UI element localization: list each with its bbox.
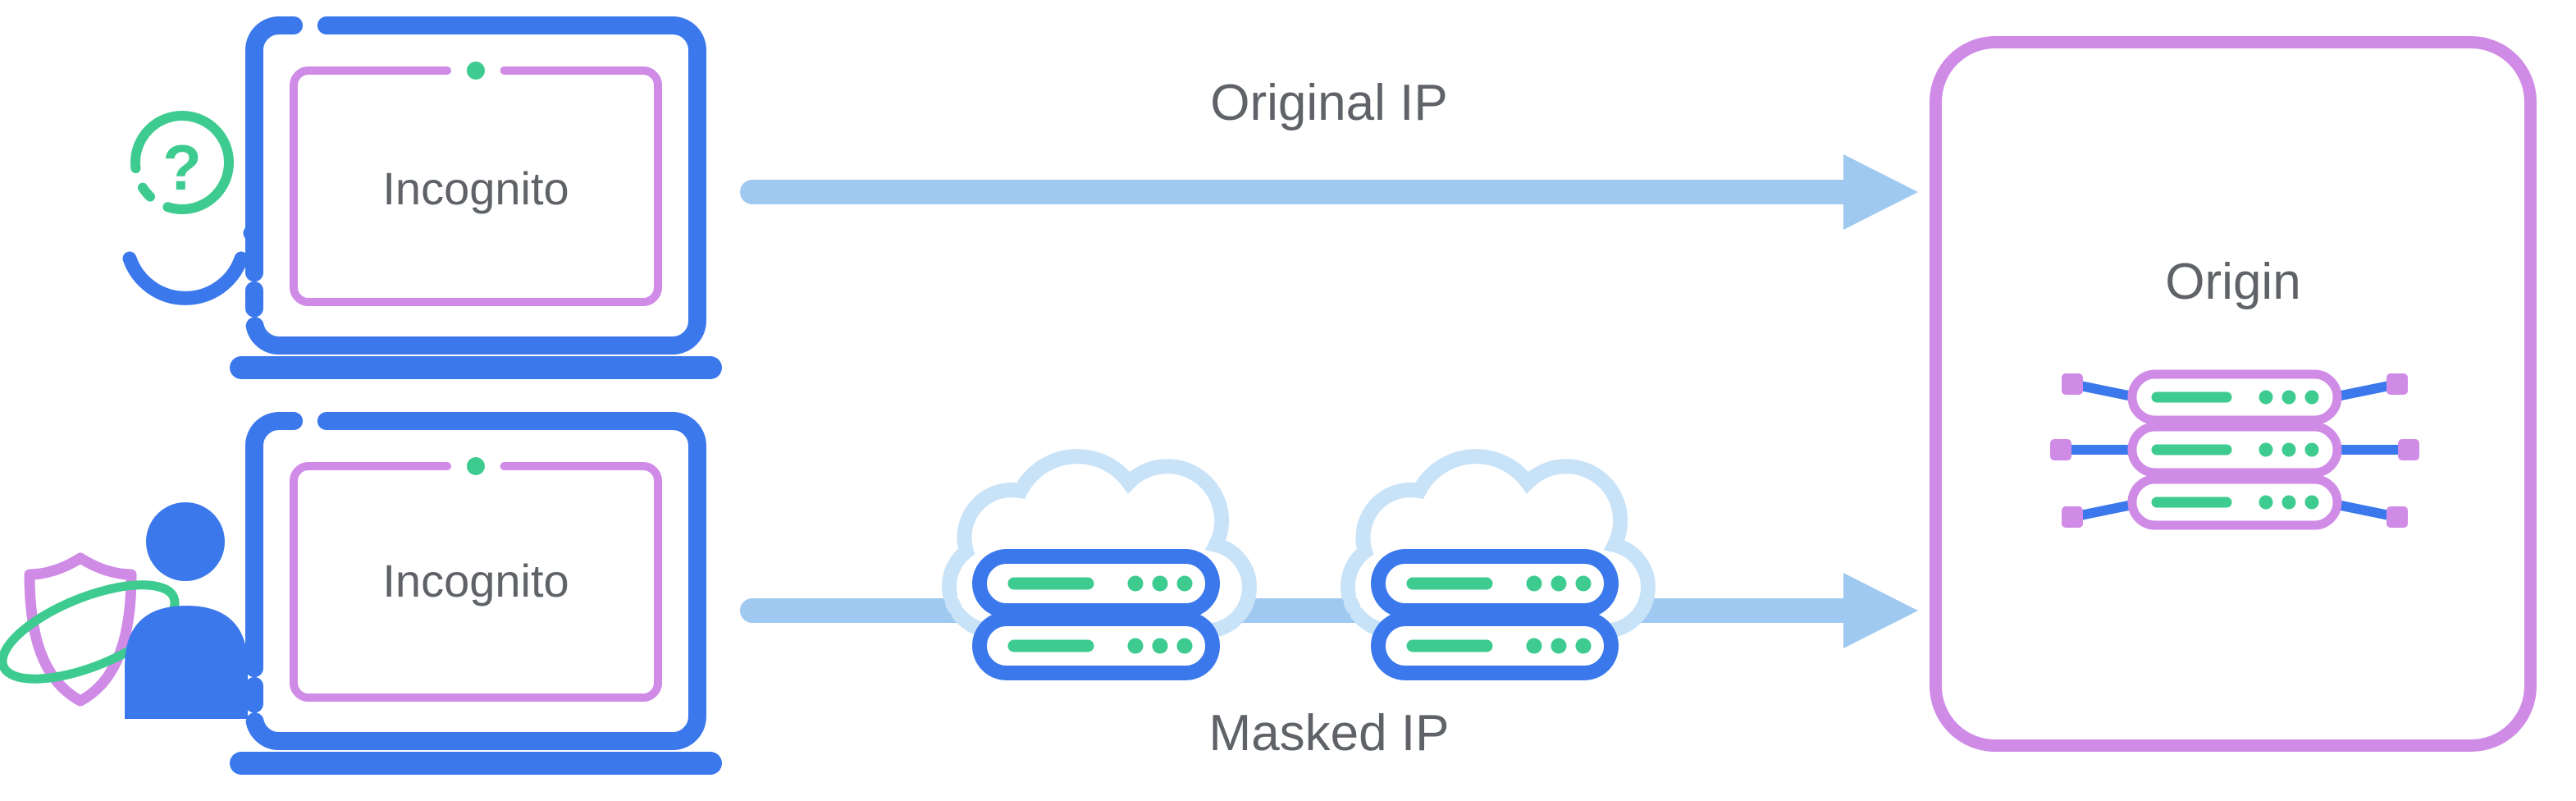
server-bar bbox=[2127, 422, 2342, 478]
anonymous-user-question-icon: ? bbox=[122, 111, 259, 305]
original-ip-label: Original IP bbox=[1210, 75, 1448, 131]
server-led-dot bbox=[2259, 495, 2273, 510]
server-led-dot bbox=[2304, 390, 2319, 405]
incognito-label: Incognito bbox=[382, 162, 569, 214]
server-led-dot bbox=[2304, 495, 2319, 510]
arrowhead bbox=[1843, 573, 1918, 648]
server-led-dot bbox=[2259, 442, 2273, 457]
server-led-dot bbox=[2281, 442, 2296, 457]
accent-dot bbox=[243, 225, 259, 241]
server-led-dot bbox=[2281, 495, 2296, 510]
shoulders-arc bbox=[122, 251, 249, 305]
proxy-cloud-server-icon bbox=[1337, 423, 1657, 694]
person-silhouette bbox=[125, 502, 248, 719]
masked-ip-label: Masked IP bbox=[1208, 705, 1450, 762]
incognito-label: Incognito bbox=[382, 555, 569, 606]
server-led-dot bbox=[2259, 390, 2273, 405]
server-bar bbox=[2127, 474, 2342, 530]
server-led-dot bbox=[2304, 442, 2319, 457]
original-ip-arrow-icon bbox=[740, 154, 1918, 230]
question-mark: ? bbox=[162, 131, 202, 204]
dashed-circle bbox=[130, 111, 234, 214]
server-led-dot bbox=[2281, 390, 2296, 405]
orbit-ring bbox=[0, 580, 180, 684]
proxy-cloud-server-icon bbox=[939, 423, 1258, 694]
origin-server-icon bbox=[2050, 369, 2419, 530]
arrowhead bbox=[1843, 154, 1918, 230]
protected-user-shield-icon bbox=[0, 502, 248, 719]
origin-label: Origin bbox=[2165, 254, 2301, 310]
origin-server-stack bbox=[2127, 369, 2342, 530]
connector-nodes bbox=[2050, 373, 2419, 528]
masked-ip-arrow-icon bbox=[740, 573, 1918, 648]
server-bar bbox=[2127, 369, 2342, 425]
